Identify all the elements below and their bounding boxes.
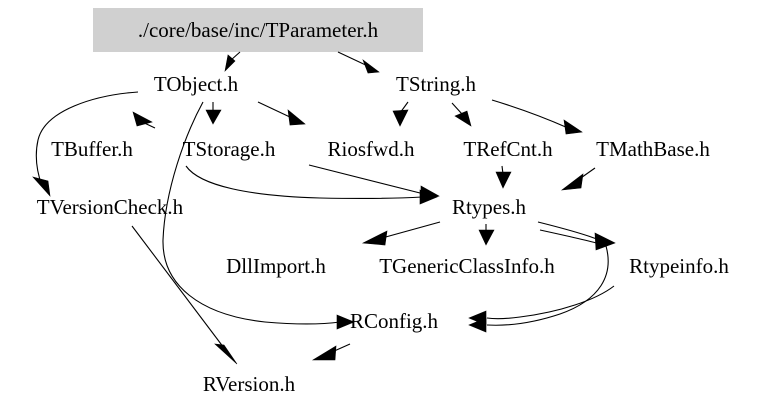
node-rtypeinfo[interactable]: Rtypeinfo.h xyxy=(629,254,729,278)
node-tbuffer[interactable]: TBuffer.h xyxy=(51,137,133,161)
edge-tobject-to-tstorage xyxy=(205,102,222,125)
node-dllimport[interactable]: DllImport.h xyxy=(226,254,326,278)
node-riosfwd[interactable]: Riosfwd.h xyxy=(328,137,415,161)
edge-tobject-to-tbuffer xyxy=(132,111,156,129)
edge-tobject-to-tversioncheck xyxy=(32,91,139,197)
edge-tobject-to-rconfig xyxy=(162,101,355,330)
node-tgenericclassinfo[interactable]: TGenericClassInfo.h xyxy=(379,254,555,278)
edge-rtypeinfo-to-rconfig xyxy=(468,285,615,326)
node-tstring[interactable]: TString.h xyxy=(396,72,476,96)
edge-rtypes-to-dllimport xyxy=(361,221,441,246)
edge-tobject-to-riosfwd xyxy=(257,101,306,126)
node-rversion[interactable]: RVersion.h xyxy=(203,372,296,396)
edge-riosfwd-to-rtypes xyxy=(308,164,440,203)
edge-tmathbase-to-rtypes xyxy=(560,167,596,191)
edge-tstring-to-tmathbase xyxy=(491,99,583,135)
node-tobject[interactable]: TObject.h xyxy=(154,72,239,96)
root-node-box[interactable] xyxy=(93,8,423,52)
node-tstorage[interactable]: TStorage.h xyxy=(183,137,276,161)
edge-tstring-to-riosfwd xyxy=(392,101,409,127)
node-rtypes[interactable]: Rtypes.h xyxy=(452,195,527,219)
edge-rtypes-to-rtypeinfo xyxy=(537,221,616,251)
edge-tversioncheck-to-rversion xyxy=(131,225,238,365)
root-node-label: ./core/base/inc/TParameter.h xyxy=(138,18,379,42)
edge-root-to-tstring xyxy=(337,51,380,74)
edge-rconfig-to-rversion xyxy=(311,343,351,361)
edge-tstorage-to-rtypes xyxy=(185,165,438,205)
edge-root-to-tobject xyxy=(224,51,241,72)
edge-tstring-to-trefcnt xyxy=(451,102,472,127)
edge-trefcnt-to-rtypes xyxy=(495,165,512,189)
edge-rtypes-to-tgenericclassinfo xyxy=(478,224,495,246)
node-tmathbase[interactable]: TMathBase.h xyxy=(596,137,710,161)
node-tversioncheck[interactable]: TVersionCheck.h xyxy=(37,195,184,219)
node-rconfig[interactable]: RConfig.h xyxy=(350,309,439,333)
node-trefcnt[interactable]: TRefCnt.h xyxy=(463,137,553,161)
